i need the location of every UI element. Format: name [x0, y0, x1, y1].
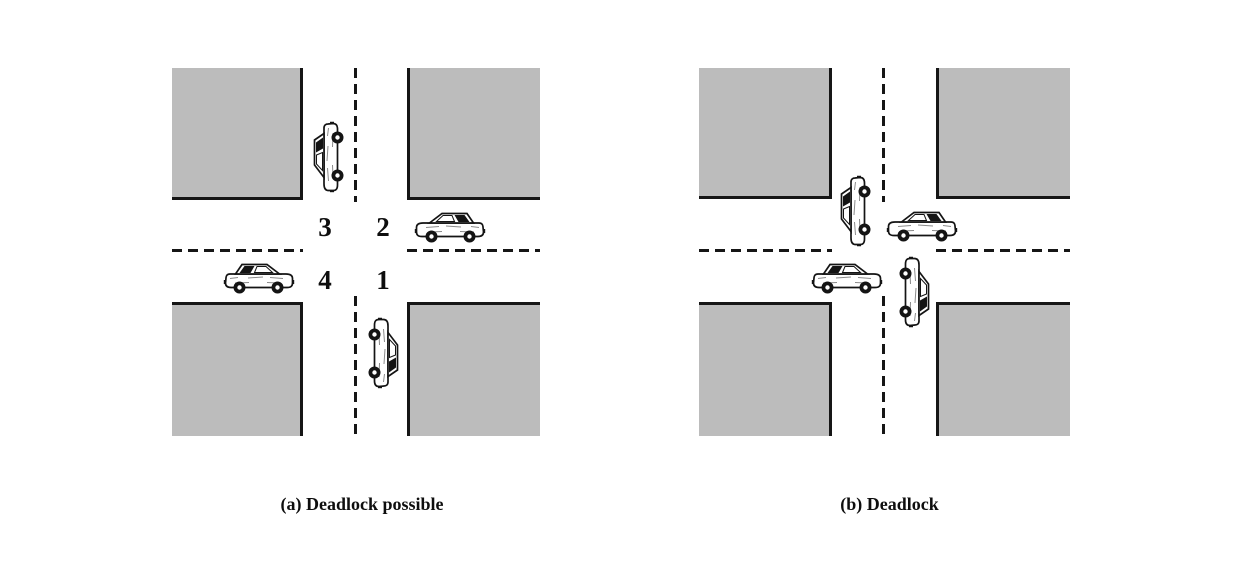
lane-divider-west	[172, 249, 303, 252]
car-icon-facing-left	[886, 209, 958, 243]
car-icon-facing-up	[367, 317, 401, 389]
lane-divider-north	[882, 68, 885, 202]
car-icon-facing-up	[898, 256, 932, 328]
city-block-top-left	[699, 68, 832, 199]
lane-divider-west	[699, 249, 832, 252]
quadrant-label-4: 4	[318, 265, 332, 295]
lane-divider-south	[882, 296, 885, 436]
lane-divider-east	[407, 249, 540, 252]
lane-divider-east	[936, 249, 1070, 252]
car-icon-facing-down	[838, 175, 872, 247]
city-block-top-left	[172, 68, 303, 200]
car-icon-facing-left	[414, 210, 486, 244]
quadrant-label-1: 1	[376, 265, 390, 295]
city-block-top-right	[936, 68, 1070, 199]
caption-a: (a) Deadlock possible	[280, 494, 444, 514]
city-block-top-right	[407, 68, 540, 200]
city-block-bottom-left	[699, 302, 832, 436]
caption-b: (b) Deadlock	[840, 494, 939, 514]
city-block-bottom-right	[936, 302, 1070, 436]
quadrant-label-3: 3	[318, 212, 332, 242]
car-icon-facing-right	[223, 261, 295, 295]
intersection-diagram-a: 3 2 4 1	[172, 68, 540, 436]
car-icon-facing-right	[811, 261, 883, 295]
city-block-bottom-left	[172, 302, 303, 436]
city-block-bottom-right	[407, 302, 540, 436]
car-icon-facing-down	[311, 121, 345, 193]
lane-divider-south	[354, 296, 357, 436]
intersection-diagram-b	[699, 68, 1070, 436]
lane-divider-north	[354, 68, 357, 202]
quadrant-label-2: 2	[376, 212, 390, 242]
